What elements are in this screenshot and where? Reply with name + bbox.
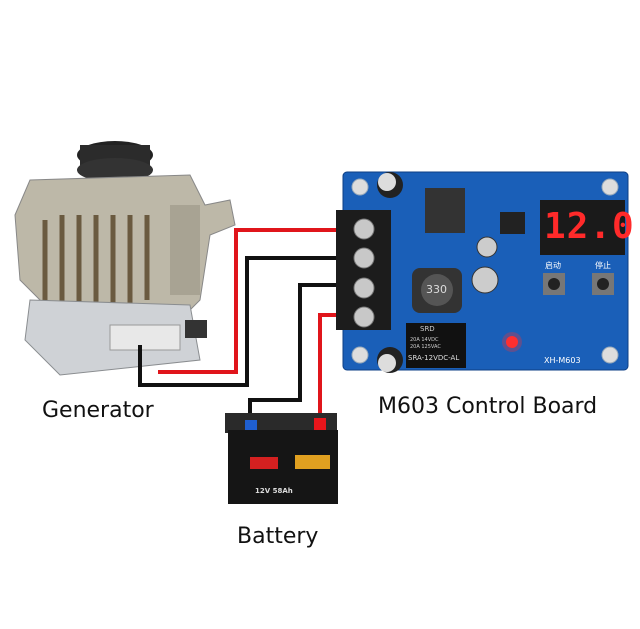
wire-generator-negative (138, 256, 345, 387)
start-button-label: 启动 (545, 261, 561, 270)
control-board (336, 171, 629, 373)
relay-rating-2: 20A 125VAC (410, 344, 441, 350)
battery-rating: 12V 58Ah (255, 487, 293, 495)
board-model: XH-M603 (544, 356, 581, 365)
board-display-value: 12.0 (544, 206, 635, 247)
battery-negative-terminal (245, 420, 257, 430)
wire-battery-negative (248, 283, 345, 420)
relay-rating-1: 20A 14VDC (410, 337, 439, 343)
battery-positive-terminal (314, 418, 326, 430)
battery-label: Battery (237, 524, 319, 549)
wires (138, 228, 345, 420)
battery-image (225, 413, 338, 504)
inductor-marking: 330 (426, 283, 447, 296)
wire-battery-positive (318, 313, 345, 420)
wire-generator-positive (158, 228, 345, 374)
stop-button-label: 停止 (595, 261, 611, 270)
board-label: M603 Control Board (378, 394, 598, 419)
relay-model: SRA-12VDC-AL (408, 354, 460, 362)
generator-label: Generator (42, 398, 154, 423)
generator-image (14, 141, 236, 376)
relay-brand: SRD (420, 325, 435, 333)
